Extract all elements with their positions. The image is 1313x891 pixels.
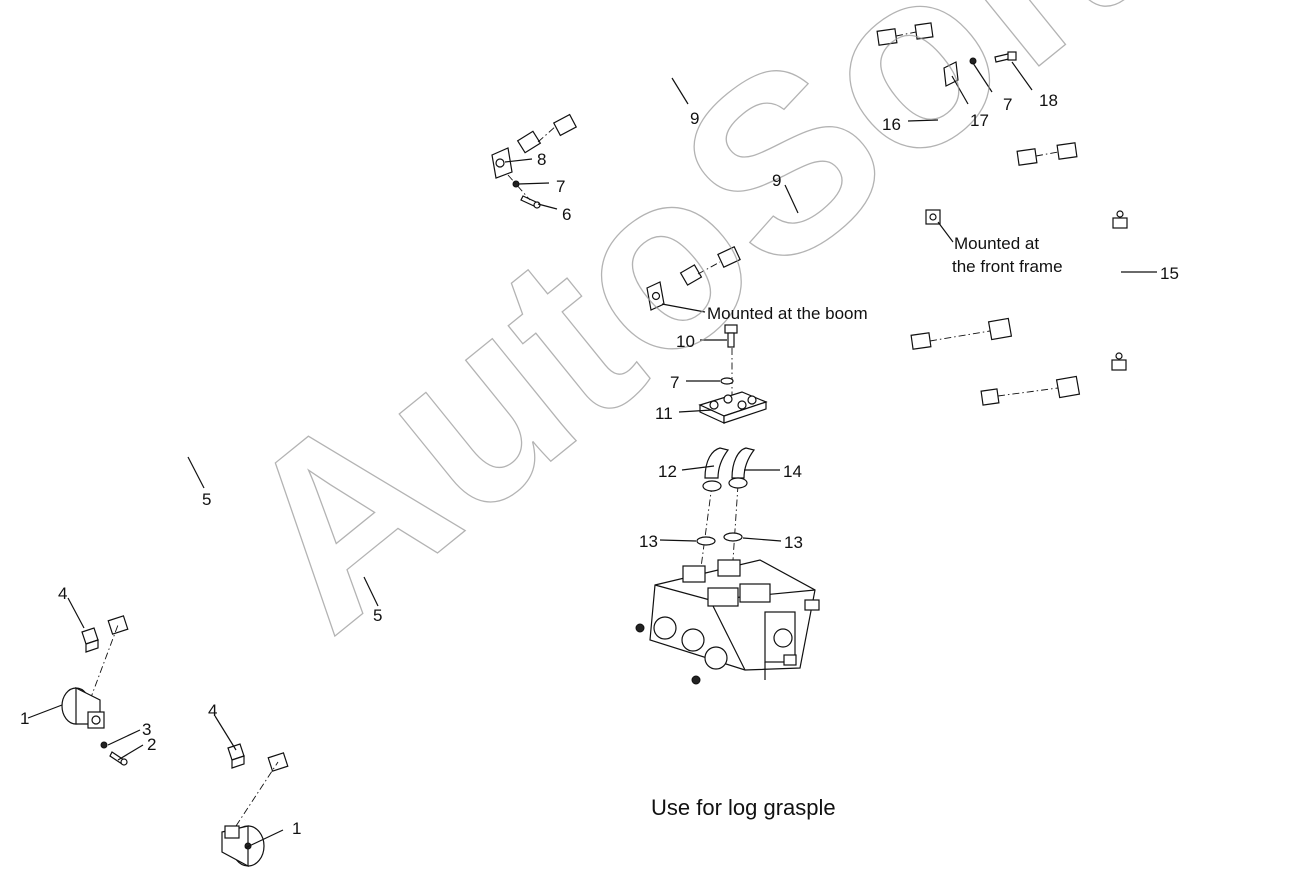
callout-18: 18 [1039, 91, 1058, 110]
callout-14: 14 [783, 462, 802, 481]
bolt-10 [724, 324, 738, 348]
nut-4-left [81, 627, 99, 653]
motor-1-left [61, 687, 105, 729]
callout-7-right: 7 [1003, 95, 1012, 114]
tube-16 [923, 9, 992, 332]
callout-1-right: 1 [292, 819, 301, 838]
callout-12: 12 [658, 462, 677, 481]
callout-4-left: 4 [58, 584, 67, 603]
callout-13-right: 13 [784, 533, 803, 552]
hose-14-curve [736, 395, 991, 472]
note-mounted-boom: Mounted at the boom [707, 304, 868, 323]
bolt-6-washer-7 [512, 180, 541, 209]
hose-9-upper [554, 35, 886, 127]
hose-5-right [242, 270, 691, 821]
callout-9-lower: 9 [772, 171, 781, 190]
front-frame-clamp [925, 209, 941, 225]
callout-7-center: 7 [670, 373, 679, 392]
elbow-12 [702, 447, 730, 492]
centre-lines [89, 31, 1059, 827]
note-mounted-front-line2: the front frame [952, 257, 1063, 276]
leader-lines [27, 61, 1157, 849]
callout-13-left: 13 [639, 532, 658, 551]
callout-17: 17 [970, 111, 989, 130]
nut-4-right [227, 743, 245, 769]
washer-7-flange [720, 377, 734, 385]
diagram-caption: Use for log grasple [651, 795, 836, 820]
o-rings-13 [696, 532, 743, 546]
callout-7-left: 7 [556, 177, 565, 196]
hose-5-left [88, 148, 522, 701]
tube-15 [1073, 147, 1133, 432]
tube-15-clamps [1111, 210, 1128, 371]
hose-9-lower [724, 154, 1026, 260]
elbow-14 [728, 447, 756, 489]
callout-6: 6 [562, 205, 571, 224]
callout-5-left: 5 [202, 490, 211, 509]
callout-labels: 1 2 3 4 5 6 7 8 9 9 16 17 7 18 15 10 7 1… [20, 91, 1179, 838]
callout-3: 3 [142, 720, 151, 739]
note-mounted-front-line1: Mounted at [954, 234, 1039, 253]
boom-clamp-8 [491, 147, 513, 179]
callout-5-right: 5 [373, 606, 382, 625]
callout-2: 2 [147, 735, 156, 754]
callout-4-right: 4 [208, 701, 217, 720]
callout-15: 15 [1160, 264, 1179, 283]
motor-1-right [221, 825, 265, 868]
callout-8: 8 [537, 150, 546, 169]
flange-11 [698, 391, 768, 424]
callout-1-left: 1 [20, 709, 29, 728]
washer-3-bolt-2 [100, 741, 128, 766]
callout-11: 11 [655, 404, 673, 423]
callout-16: 16 [882, 115, 901, 134]
control-valve [635, 559, 820, 685]
callout-10: 10 [676, 332, 695, 351]
callout-9-upper: 9 [690, 109, 699, 128]
